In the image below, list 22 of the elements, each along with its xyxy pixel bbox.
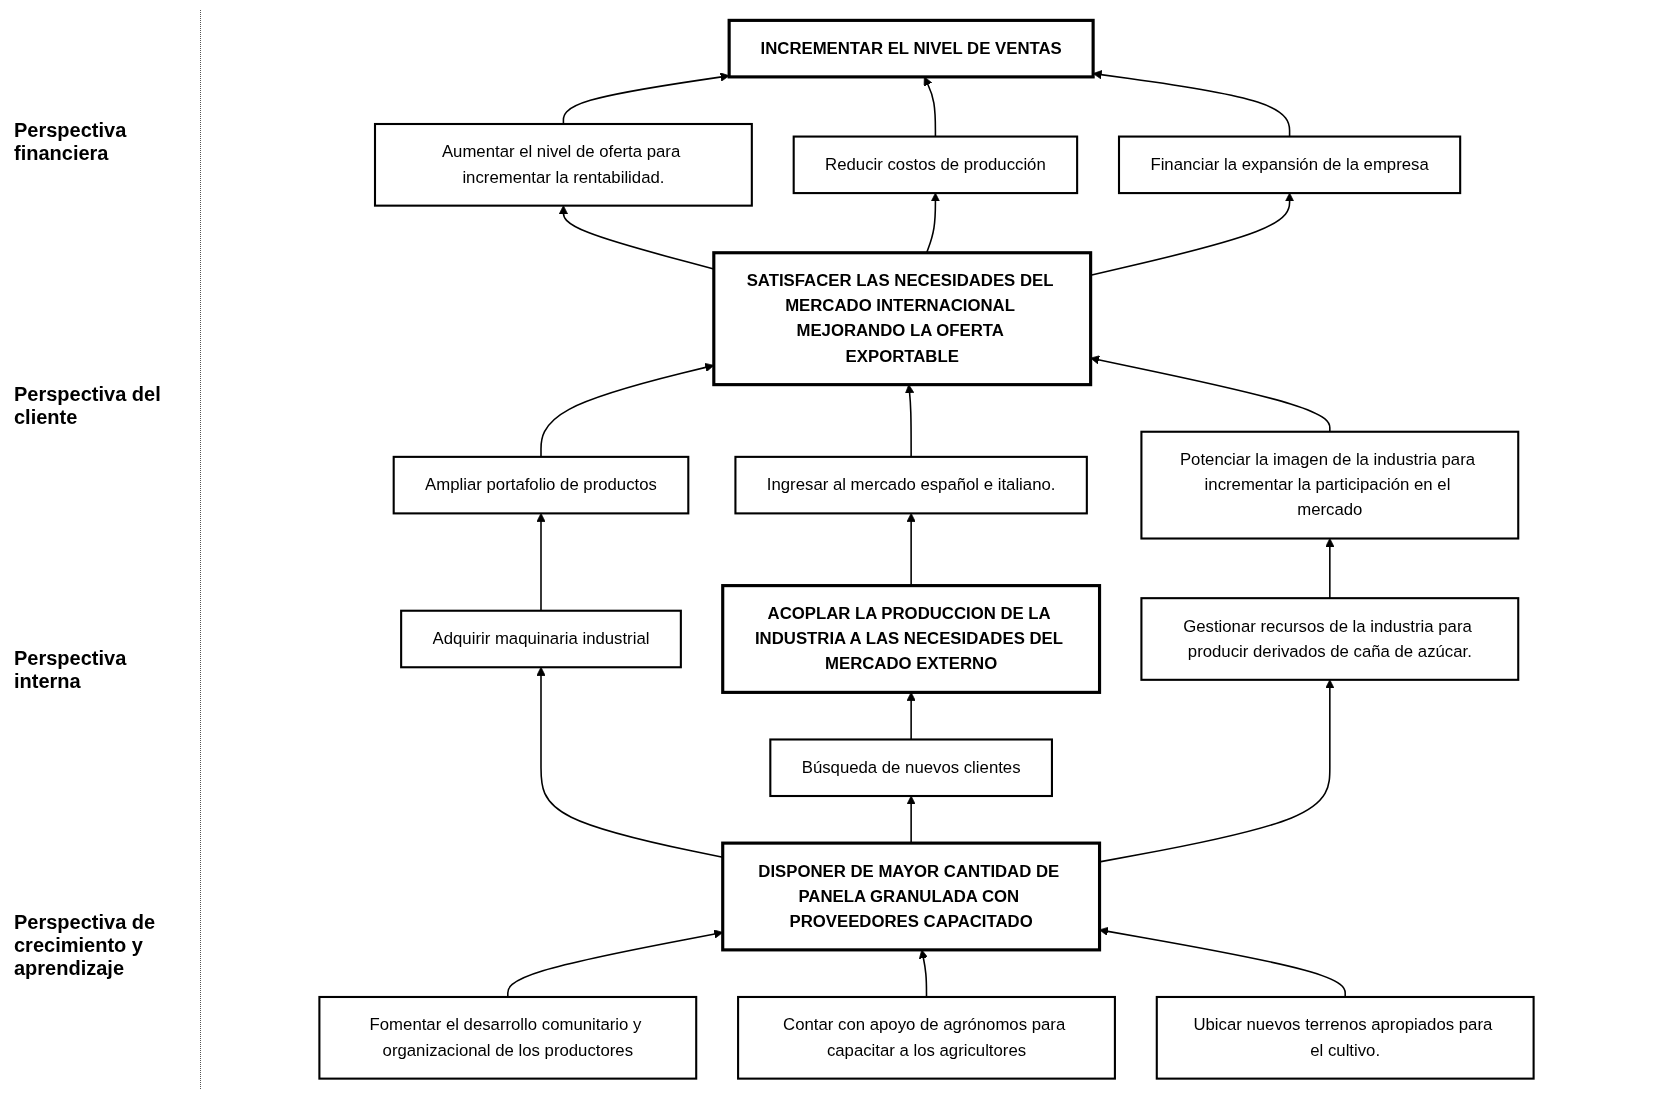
node-box: Gestionar recursos de la industria para producir derivados de caña de azúcar. — [1140, 597, 1520, 681]
node-box: Ampliar portafolio de productos — [392, 455, 690, 515]
node-box: Contar con apoyo de agrónomos para capacitar a los agricultores — [737, 995, 1116, 1080]
node-box: Ingresar al mercado español e italiano. — [734, 455, 1088, 515]
node-box: Aumentar el nivel de oferta para incrementar la rentabilidad. — [373, 122, 753, 207]
node-box: Reducir costos de producción — [792, 135, 1079, 195]
perspective-label: Perspectiva interna — [13, 646, 128, 694]
node-box: ACOPLAR LA PRODUCCION DE LA INDUSTRIA A LAS NECESIDADES DEL MERCADO EXTERNO — [721, 584, 1102, 694]
node-box: Financiar la expansión de la empresa — [1117, 135, 1462, 195]
node-box: Ubicar nuevos terrenos apropiados para el cultivo. — [1155, 995, 1535, 1080]
arrow — [1325, 538, 1335, 599]
node-box: Fomentar el desarrollo comunitario y organizacional de los productores — [318, 995, 698, 1080]
perspective-label: Perspectiva de crecimiento y aprendizaje — [13, 910, 157, 981]
arrow — [562, 72, 730, 125]
node-box: Potenciar la imagen de la industria para incrementar la participación en el mercado — [1140, 430, 1520, 540]
node-box: Adquirir maquinaria industrial — [400, 609, 682, 669]
node-box: INCREMENTAR EL NIVEL DE VENTAS — [727, 18, 1095, 79]
perspective-label: Perspectiva del cliente — [13, 382, 162, 430]
node-box: Búsqueda de nuevos clientes — [769, 738, 1053, 798]
node-box: DISPONER DE MAYOR CANTIDAD DE PANELA GRANULADA CON PROVEEDORES CAPACITADO — [721, 841, 1102, 952]
perspective-label: Perspectiva financiera — [13, 118, 128, 166]
node-box: SATISFACER LAS NECESIDADES DEL MERCADO INTERNACIONAL MEJORANDO LA OFERTA EXPORTABLE — [712, 251, 1093, 387]
